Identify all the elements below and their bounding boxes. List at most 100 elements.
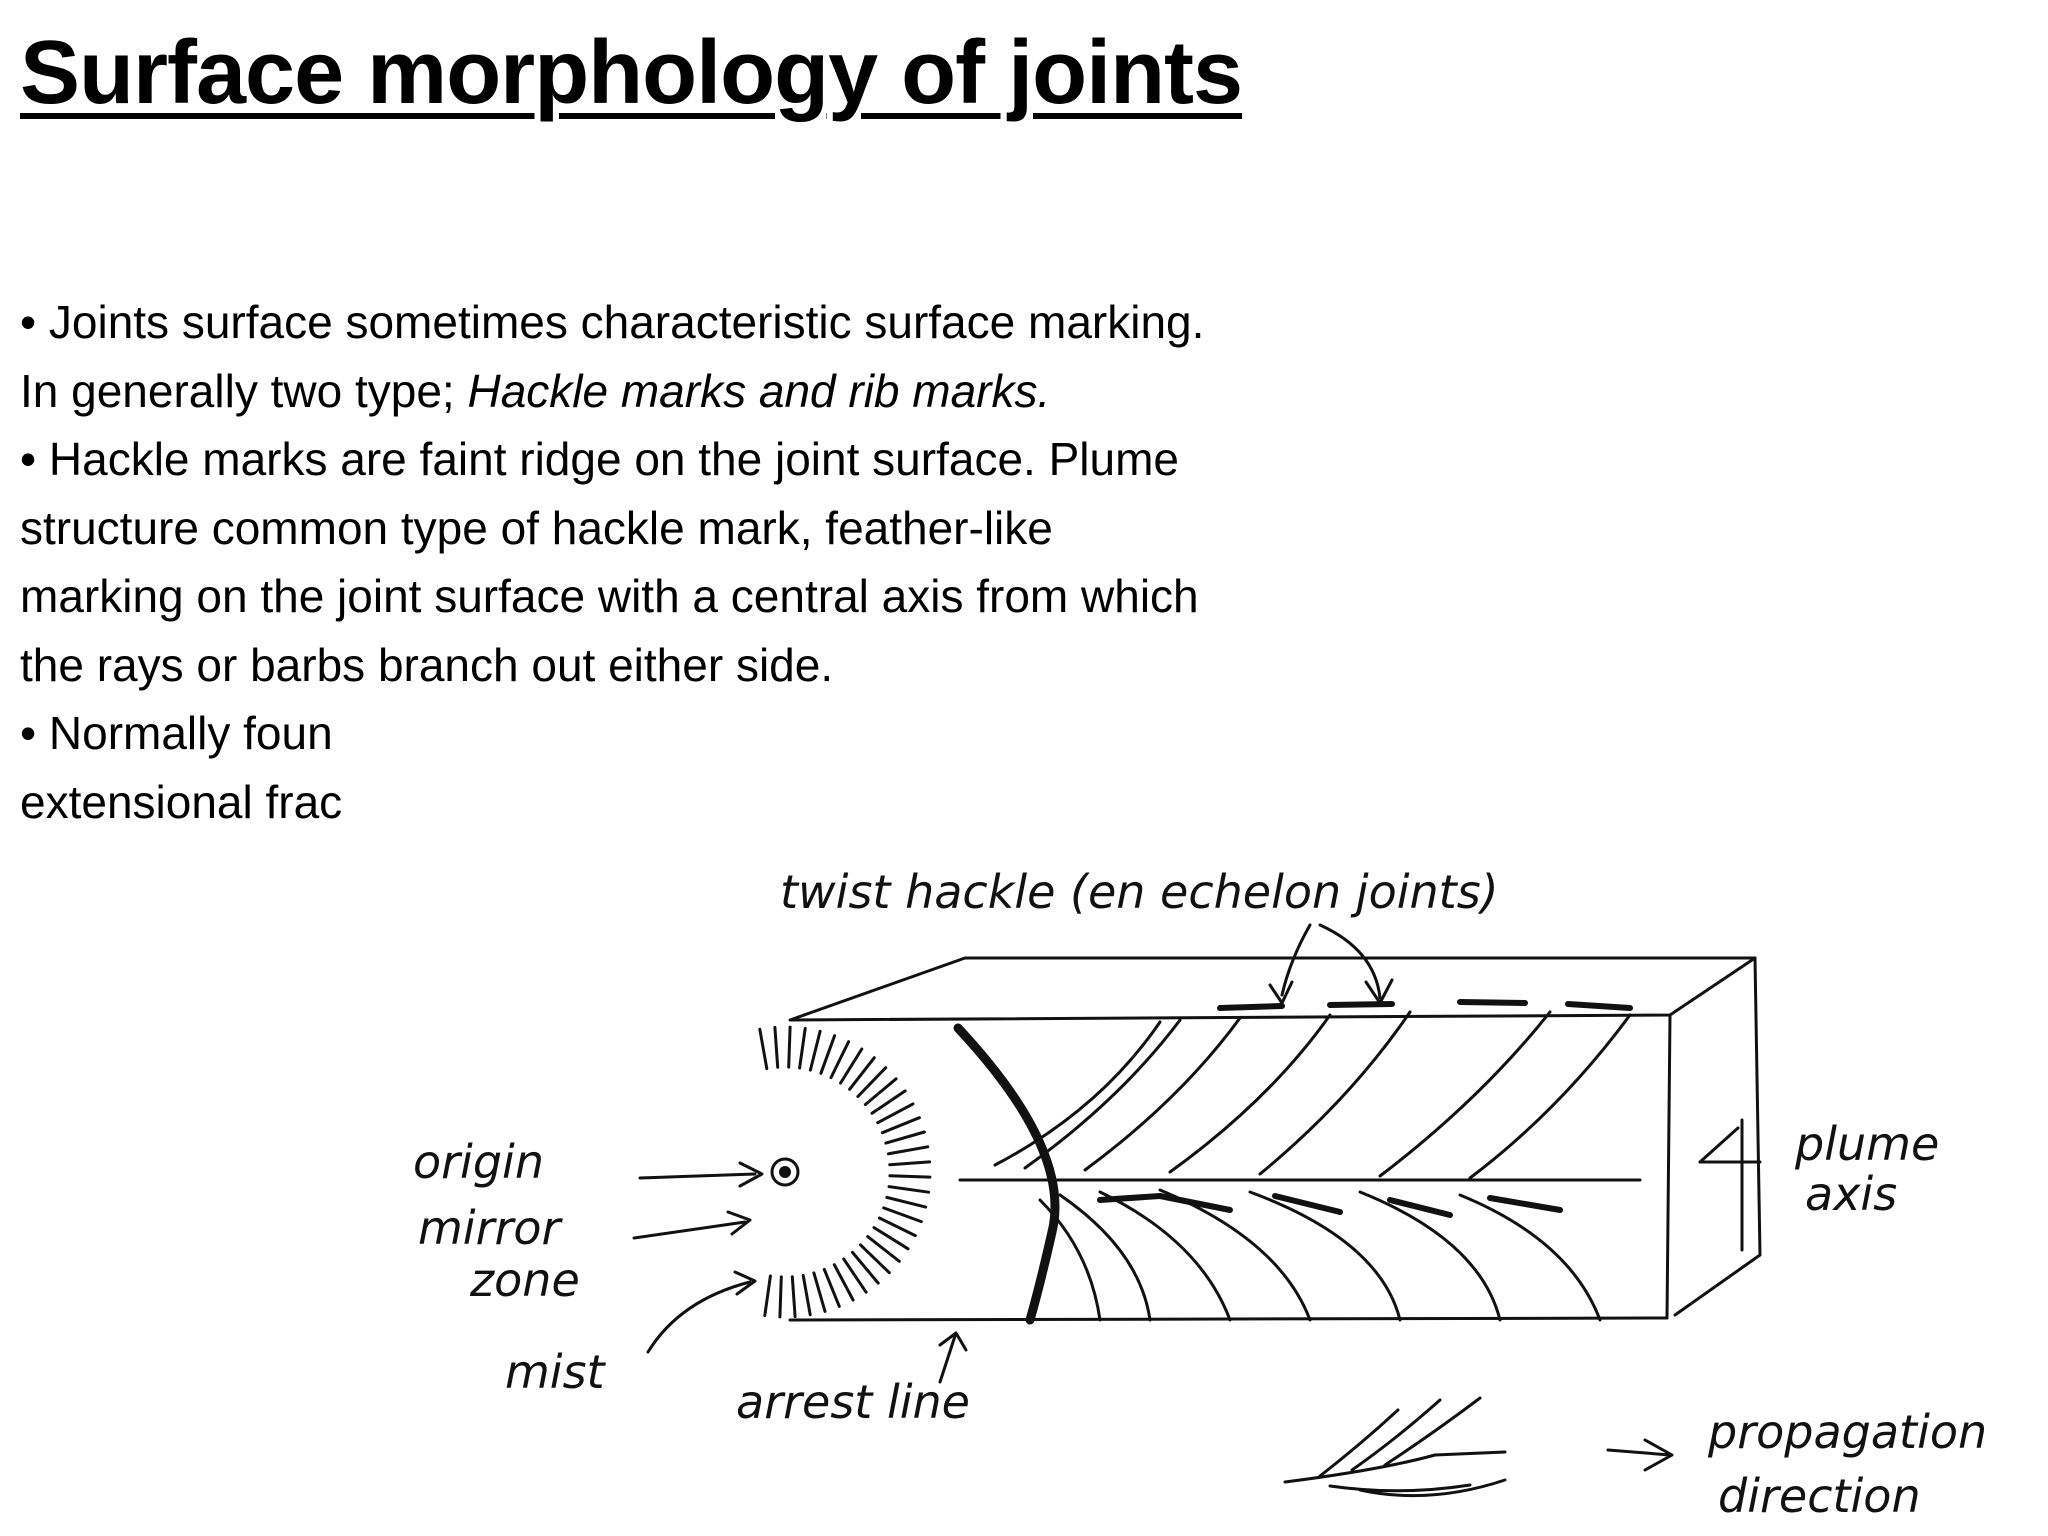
mist-tick xyxy=(882,1206,923,1224)
plume-barb-upper xyxy=(1258,1010,1412,1176)
mist-tick xyxy=(773,1025,780,1069)
mist-tick xyxy=(822,1267,841,1308)
bullet-text: Joints surface sometimes characteristic … xyxy=(20,296,1205,417)
diagram-canvas: twist hackle (en echelon joints) origin … xyxy=(413,865,1987,1523)
mist-tick xyxy=(863,1077,898,1106)
mist-tick xyxy=(848,1056,876,1091)
propagation-barb xyxy=(1328,1483,1472,1493)
mist-tick xyxy=(888,1160,932,1167)
twist-hackle-segment xyxy=(1157,1193,1233,1213)
propagation-arrow xyxy=(1606,1448,1672,1457)
propagation-barb xyxy=(1358,1478,1507,1498)
twist-hackle-segment xyxy=(1217,1003,1285,1011)
mist-tick xyxy=(819,1034,837,1075)
joint-morphology-diagram: twist hackle (en echelon joints) origin … xyxy=(384,845,2048,1536)
plume-barb-lower xyxy=(1098,1190,1232,1322)
plume-barb-upper xyxy=(1468,1013,1632,1180)
label-origin: origin xyxy=(413,1135,544,1189)
label-mirror: mirror xyxy=(418,1201,564,1255)
label-arrest-line: arrest line xyxy=(736,1375,970,1429)
mist-arrow xyxy=(646,1280,752,1354)
mist-tick xyxy=(884,1130,926,1145)
mist-tick xyxy=(763,1274,772,1318)
label-direction: direction xyxy=(1718,1469,1921,1523)
twist-hackle-arrow xyxy=(1318,923,1382,1000)
mist-tick xyxy=(801,1273,812,1317)
bullet-list: • Joints surface sometimes characteristi… xyxy=(20,288,1220,836)
bullet-emphasis: Hackle marks and rib marks. xyxy=(467,364,1051,417)
block-outline xyxy=(788,956,1762,1322)
mist-tick xyxy=(870,1089,907,1115)
bullet-text: Normally foun xyxy=(48,707,333,759)
propagation-arrowhead xyxy=(1643,1438,1674,1472)
plume-barb-lower xyxy=(1158,1188,1312,1322)
plume-barb-lower xyxy=(1248,1190,1402,1322)
mist-tick xyxy=(856,1066,888,1098)
propagation-barb xyxy=(1350,1398,1442,1472)
mist-tick xyxy=(888,1174,932,1179)
label-mist: mist xyxy=(505,1345,607,1399)
block-front-right-edge xyxy=(1665,1013,1672,1320)
twist-hackle-segments xyxy=(1097,999,1633,1218)
plume-barb-upper xyxy=(1023,1018,1182,1170)
twist-hackle-segment xyxy=(1487,1195,1563,1213)
label-axis: axis xyxy=(1805,1167,1897,1221)
label-arrows xyxy=(632,923,1762,1384)
bullet-marker: • xyxy=(20,707,49,759)
label-zone: zone xyxy=(469,1253,580,1307)
twist-hackle-segment xyxy=(1457,999,1528,1006)
mist-tick xyxy=(842,1257,868,1294)
plume-barb-upper xyxy=(1083,1016,1242,1172)
mist-tick xyxy=(872,1226,910,1251)
twist-hackle-segment xyxy=(1565,1001,1633,1011)
plume-barb-lower xyxy=(1038,1198,1102,1322)
mist-arrowhead xyxy=(733,1270,757,1296)
mist-tick xyxy=(758,1027,769,1071)
propagation-symbol xyxy=(1283,1396,1674,1498)
mist-tick xyxy=(808,1029,822,1072)
mist-tick xyxy=(876,1102,915,1125)
mirror-arrowhead xyxy=(726,1210,752,1236)
bullet-text: Hackle marks are faint ridge on the join… xyxy=(20,433,1199,691)
plume-axis-arrow xyxy=(1698,1126,1744,1164)
mist-tick xyxy=(790,1275,797,1319)
twist-hackle-arrowhead xyxy=(1268,980,1294,1005)
mist-tick xyxy=(859,1243,891,1275)
mist-tick xyxy=(778,1275,783,1319)
plume-barb-upper xyxy=(993,1020,1162,1167)
twist-hackle-segment xyxy=(1327,1001,1395,1008)
block-back-right-edge xyxy=(1673,956,1762,1317)
mist-zone-marks xyxy=(758,1025,932,1319)
mist-tick xyxy=(829,1040,851,1080)
bullet-item-1: • Joints surface sometimes characteristi… xyxy=(20,288,1220,425)
propagation-shaft xyxy=(1283,1450,1507,1484)
slide-title: Surface morphology of joints xyxy=(20,23,1243,123)
label-plume: plume xyxy=(1794,1117,1939,1171)
plume-barb-upper xyxy=(1168,1013,1332,1174)
mist-tick xyxy=(877,1216,917,1238)
mist-tick xyxy=(885,1195,928,1209)
mist-tick xyxy=(812,1271,827,1313)
twist-hackle-segment xyxy=(1387,1197,1453,1218)
bullet-item-2: • Hackle marks are faint ridge on the jo… xyxy=(20,425,1220,699)
propagation-barb xyxy=(1318,1408,1400,1478)
twist-hackle-segment xyxy=(1097,1193,1163,1203)
origin-arrowhead xyxy=(738,1161,764,1188)
mist-tick xyxy=(886,1145,930,1156)
origin-marker xyxy=(770,1157,800,1187)
mist-tick xyxy=(887,1185,931,1194)
twist-hackle-arrowhead xyxy=(1364,978,1394,1005)
bullet-text-continued: extensional frac xyxy=(20,775,343,828)
mist-tick xyxy=(880,1116,921,1135)
label-twist-hackle: twist hackle (en echelon joints) xyxy=(780,865,1499,919)
mist-tick xyxy=(787,1025,792,1069)
plume-barb-lower xyxy=(1358,1190,1502,1322)
plume-barbs xyxy=(993,1010,1632,1322)
bullet-marker: • xyxy=(20,296,49,348)
mist-tick xyxy=(866,1235,901,1263)
arrest-line-arrowhead xyxy=(938,1331,968,1352)
mist-tick xyxy=(832,1263,855,1302)
mist-tick xyxy=(839,1047,864,1085)
bullet-item-3: • Normally foun extensional frac xyxy=(20,699,1220,836)
origin-arrow xyxy=(638,1172,757,1180)
